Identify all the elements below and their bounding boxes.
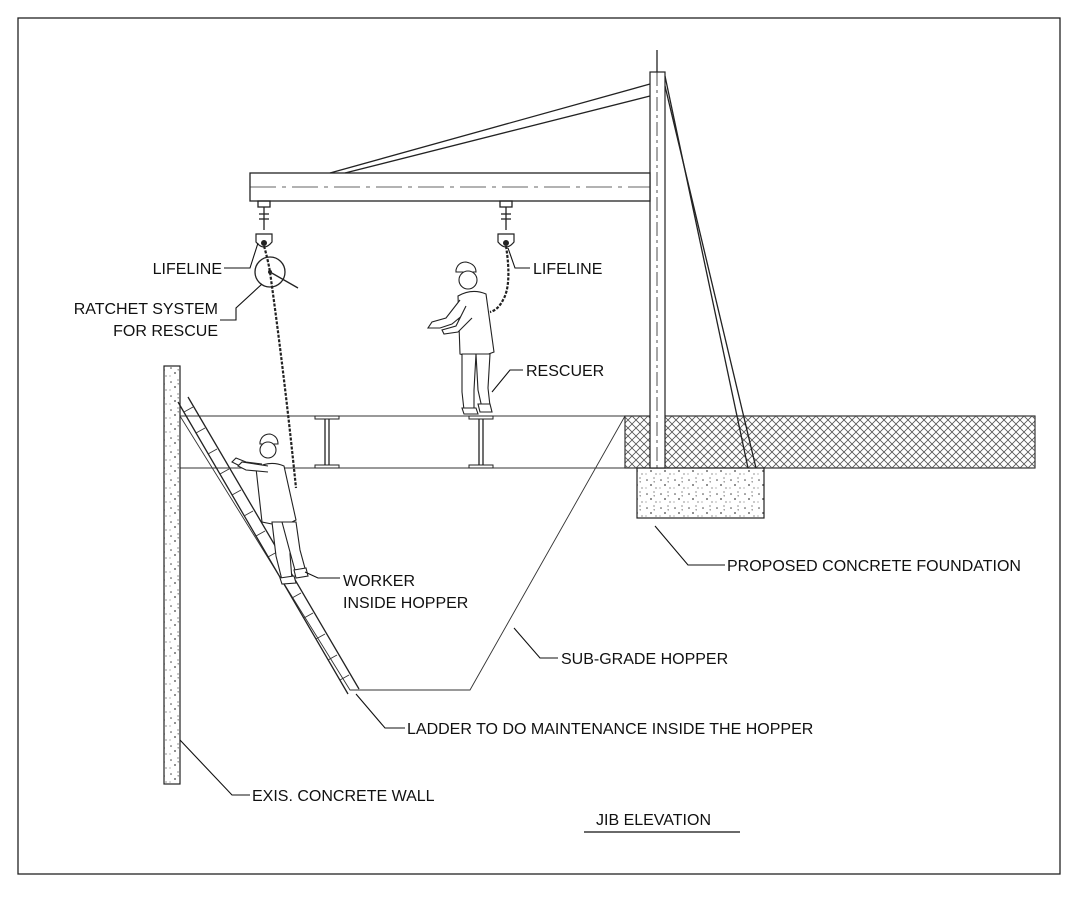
- hopper-label: SUB-GRADE HOPPER: [561, 651, 728, 668]
- sub-grade-hopper: [179, 415, 626, 691]
- i-beam-section-right: [468, 415, 494, 469]
- leader-lines: [179, 242, 725, 796]
- sheet-border: [17, 17, 1061, 875]
- ratchet-wheel: [254, 256, 299, 289]
- drawing-title: JIB ELEVATION: [596, 812, 711, 829]
- diagonal-brace: [329, 83, 651, 174]
- lifeline-rope-right: [489, 245, 510, 314]
- i-beam-section-left: [314, 415, 340, 469]
- foundation-label: PROPOSED CONCRETE FOUNDATION: [727, 558, 1021, 575]
- lifeline-label-left: LIFELINE: [153, 261, 222, 278]
- concrete-foundation: [636, 467, 765, 519]
- jib-beam: [249, 172, 651, 202]
- ratchet-label-line2: FOR RESCUE: [113, 323, 218, 340]
- left-trolley-anchor: [255, 200, 273, 248]
- lifeline-label-right: LIFELINE: [533, 261, 602, 278]
- lifeline-rope-left: [262, 245, 298, 489]
- ratchet-label-line1: RATCHET SYSTEM: [74, 301, 218, 318]
- worker-label-line1: WORKER: [343, 573, 415, 590]
- worker-label-line2: INSIDE HOPPER: [343, 595, 468, 612]
- rescuer-figure: [426, 261, 495, 415]
- wall-label: EXIS. CONCRETE WALL: [252, 788, 435, 805]
- jib-column: [649, 50, 666, 469]
- back-brace: [664, 75, 757, 469]
- existing-concrete-wall: [163, 365, 181, 785]
- right-trolley-anchor: [497, 200, 515, 248]
- ladder-label: LADDER TO DO MAINTENANCE INSIDE THE HOPP…: [407, 721, 813, 738]
- rescuer-label: RESCUER: [526, 363, 604, 380]
- ground-slab: [180, 415, 1036, 469]
- worker-figure: [231, 433, 309, 585]
